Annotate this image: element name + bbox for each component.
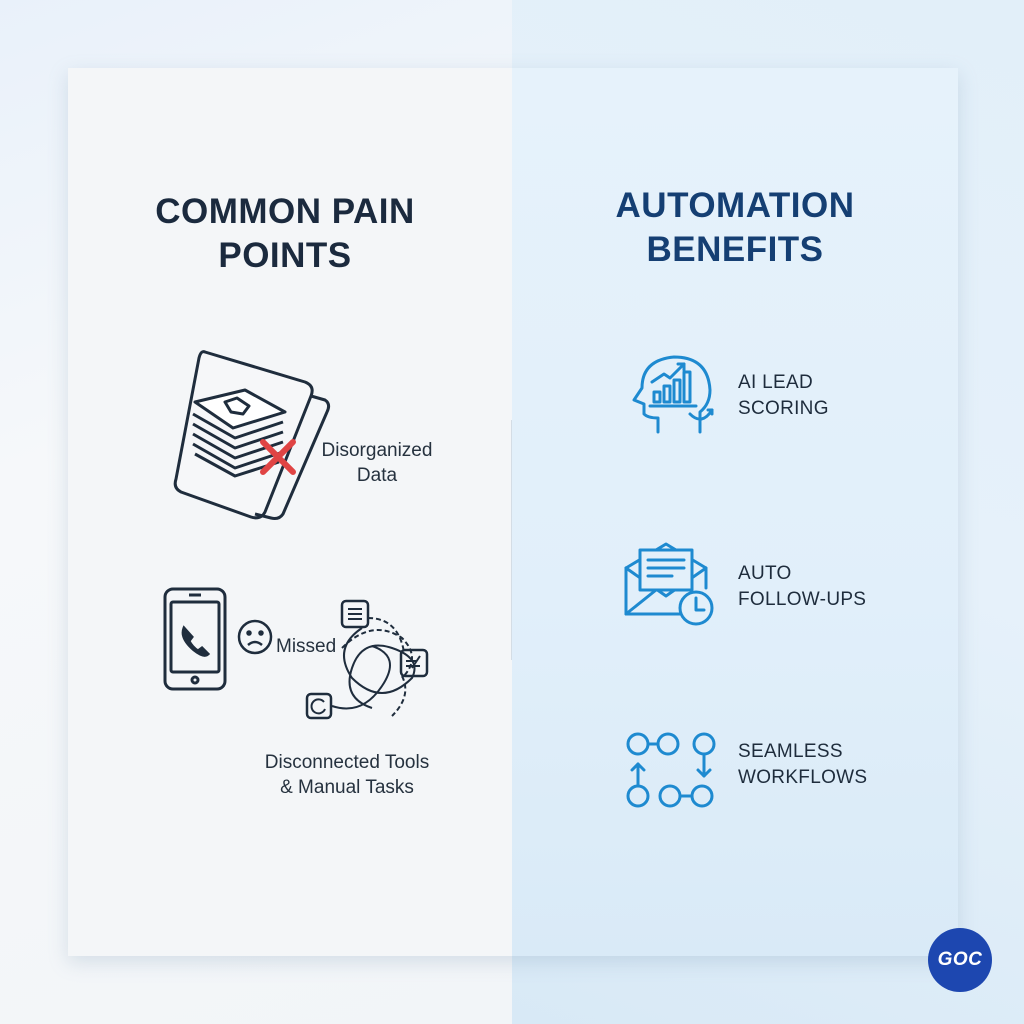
- ai-head-chart-icon: [632, 355, 714, 434]
- panel-divider: [511, 420, 512, 660]
- benefits-heading-line1: AUTOMATION: [615, 186, 855, 225]
- disorganized-files-icon: [173, 350, 331, 520]
- benefits-panel: [512, 68, 958, 956]
- workflow-nodes-icon: [626, 732, 716, 808]
- pain-points-heading-line2: POINTS: [218, 236, 352, 275]
- auto-follow-ups-label: AUTO FOLLOW-UPS: [738, 563, 867, 610]
- ai-lead-scoring-label: AI LEAD SCORING: [738, 372, 829, 419]
- goc-logo: GOC: [928, 928, 992, 992]
- benefits-heading: AUTOMATION BENEFITS: [585, 184, 885, 272]
- pain-points-panel: [68, 68, 512, 956]
- benefits-heading-line2: BENEFITS: [646, 230, 824, 269]
- tangled-tools-icon: [305, 599, 429, 720]
- disorganized-data-label: Disorganized Data: [321, 440, 433, 486]
- seamless-workflows-label: SEAMLESS WORKFLOWS: [738, 741, 868, 788]
- sad-face-icon: [237, 619, 273, 655]
- disconnected-tools-label: Disconnected Tools & Manual Tasks: [264, 752, 430, 798]
- pain-points-heading-line1: COMMON PAIN: [155, 192, 415, 231]
- missed-call-phone-icon: [163, 587, 227, 691]
- pain-points-heading: COMMON PAIN POINTS: [120, 190, 450, 278]
- envelope-clock-icon: [624, 542, 714, 626]
- missed-label: Missed: [276, 636, 337, 657]
